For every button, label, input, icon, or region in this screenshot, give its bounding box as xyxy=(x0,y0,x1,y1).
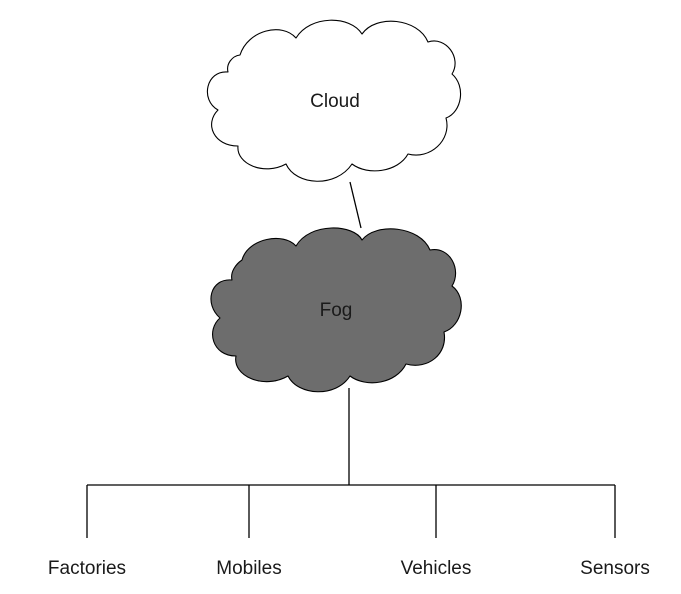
cloud-label: Cloud xyxy=(310,91,360,112)
leaf-label-sensors: Sensors xyxy=(580,558,650,579)
tree-connectors xyxy=(86,388,616,538)
cloud-shape xyxy=(206,19,462,182)
leaf-labels: Factories Mobiles Vehicles Sensors xyxy=(48,558,650,579)
leaf-label-factories: Factories xyxy=(48,558,126,579)
cloud-node: Cloud xyxy=(206,19,462,182)
fog-shape xyxy=(210,227,462,393)
leaf-label-vehicles: Vehicles xyxy=(401,558,472,579)
fog-node: Fog xyxy=(210,227,462,393)
cloud-fog-connector xyxy=(349,181,362,229)
fog-label: Fog xyxy=(320,300,353,321)
leaf-label-mobiles: Mobiles xyxy=(216,558,281,579)
